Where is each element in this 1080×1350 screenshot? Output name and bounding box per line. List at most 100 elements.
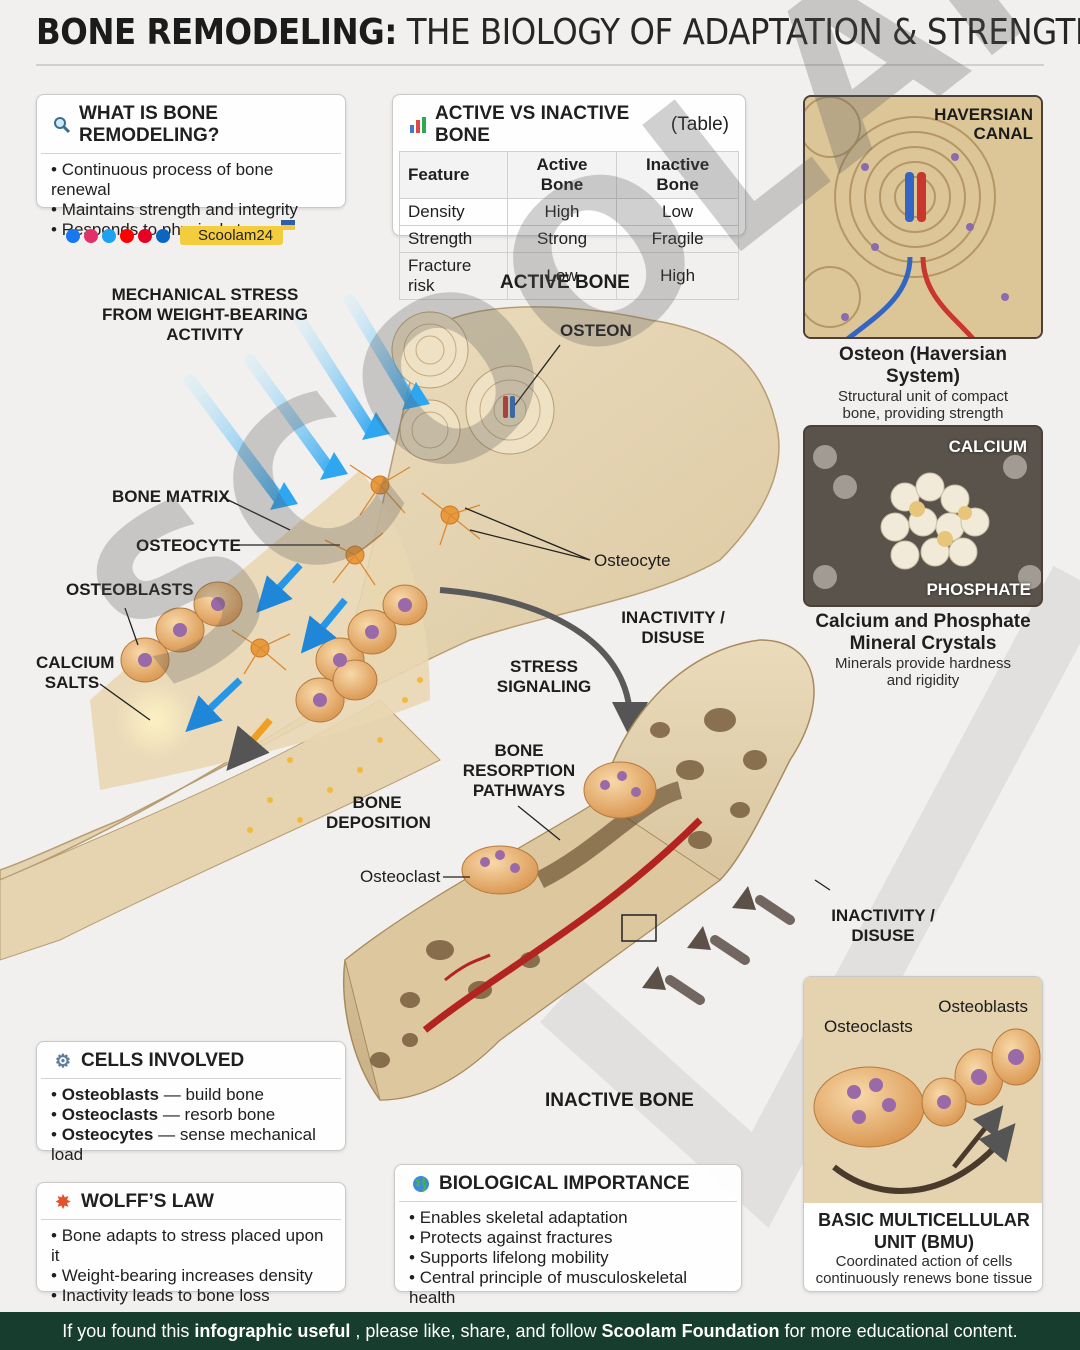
label-line: SIGNALING [496, 677, 592, 696]
calcium-desc-line: and rigidity [886, 672, 960, 689]
haversian-canal-label: HAVERSIAN CANAL [934, 105, 1033, 143]
osteon-desc-line: Structural unit of compact [837, 388, 1009, 405]
what-is-title: WHAT IS BONE REMODELING? [79, 103, 220, 146]
bone-matrix-label: BONE MATRIX [112, 487, 230, 506]
list-item: Continuous process of bone renewal [51, 160, 333, 200]
osteon-title: Osteon (Haversian System) [839, 344, 1007, 387]
bmu-desc-line: continuously renews bone tissue [815, 1270, 1033, 1287]
label-line: DISUSE [641, 628, 705, 647]
osteoblasts-label: OSTEOBLASTS [66, 580, 194, 599]
list-item: Enables skeletal adaptation [409, 1208, 729, 1228]
cell-desc: — build bone [163, 1085, 264, 1104]
table-row: Strength Strong Fragile [399, 225, 739, 253]
instagram-icon[interactable] [84, 228, 98, 243]
list-item: Weight-bearing increases density [51, 1266, 333, 1286]
table-cell: Fracture risk [399, 252, 508, 300]
facebook-icon[interactable] [66, 228, 80, 243]
table-heading: ACTIVE VS INACTIVE BONE (Table) [397, 95, 741, 151]
calcium-label: CALCIUM [948, 437, 1027, 456]
wolff-heading: ✸ WOLFF’S LAW [41, 1183, 341, 1220]
footer-bar: If you found this infographic useful, pl… [0, 1312, 1080, 1350]
column-header: Inactive Bone [616, 151, 739, 199]
importance-list: Enables skeletal adaptation Protects aga… [395, 1202, 741, 1316]
pinterest-icon[interactable] [138, 228, 152, 243]
calcium-title-line: Calcium and Phosphate [815, 611, 1031, 632]
gear-icon: ⚙ [54, 1050, 72, 1071]
wolffs-law-box: ✸ WOLFF’S LAW Bone adapts to stress plac… [36, 1182, 346, 1305]
calcium-title-line: Mineral Crystals [849, 633, 997, 654]
youtube-icon[interactable] [120, 228, 134, 243]
footer-bold: infographic useful [194, 1320, 351, 1341]
bmu-caption: BASIC MULTICELLULAR UNIT (BMU) Coordinat… [804, 1209, 1042, 1287]
osteon-desc-line: bone, providing strength [842, 405, 1004, 422]
table-title-suffix: (Table) [670, 114, 729, 135]
list-item: Bone adapts to stress placed upon it [51, 1226, 333, 1266]
title-bold: BONE REMODELING: [36, 12, 397, 53]
calcium-panel: CALCIUM PHOSPHATE [803, 425, 1043, 607]
what-is-box: WHAT IS BONE REMODELING? Continuous proc… [36, 94, 346, 239]
label-line: SALTS [44, 673, 100, 692]
table-title: ACTIVE VS INACTIVE BONE [435, 103, 630, 146]
column-header: Feature [399, 151, 508, 199]
table-header-row: Feature Active Bone Inactive Bone [399, 151, 739, 199]
bmu-title-line: UNIT (BMU) [874, 1232, 974, 1252]
footer-text: for more educational content. [784, 1320, 1018, 1341]
bone-deposition-label: BONE DEPOSITION [326, 793, 431, 833]
globe-icon [411, 1174, 431, 1194]
bmu-panel: Osteoclasts Osteoblasts BASIC MULTICELLU… [803, 976, 1043, 1292]
linkedin-icon[interactable] [156, 228, 170, 243]
bmu-desc-line: Coordinated action of cells [835, 1253, 1013, 1270]
label-line: INACTIVITY / [831, 906, 935, 925]
calcium-salts-label: CALCIUM SALTS [36, 653, 114, 693]
osteon-caption: Osteon (Haversian System) Structural uni… [803, 344, 1043, 422]
table-cell: Low [506, 252, 618, 300]
label-line: RESORPTION [462, 761, 576, 780]
title-rest: THE BIOLOGY OF ADAPTATION & STRENGTH [406, 12, 1080, 53]
burst-icon: ✸ [55, 1191, 71, 1212]
calcium-caption: Calcium and Phosphate Mineral Crystals M… [803, 611, 1043, 689]
watermark-check [539, 565, 1080, 1228]
label-line: BONE [494, 741, 544, 760]
importance-title: BIOLOGICAL IMPORTANCE [439, 1173, 690, 1194]
importance-heading: BIOLOGICAL IMPORTANCE [399, 1165, 737, 1202]
magnifier-icon [53, 115, 71, 135]
label-line: STRESS [509, 657, 579, 676]
comparison-table: Feature Active Bone Inactive Bone Densit… [399, 151, 739, 300]
table-row: Fracture risk Low High [399, 252, 739, 300]
stress-signaling-label: STRESS SIGNALING [496, 657, 592, 697]
footer-link[interactable]: Scoolam Foundation [601, 1320, 780, 1341]
table-cell: Strength [399, 225, 508, 253]
inactivity-label-top: INACTIVITY / DISUSE [618, 608, 728, 648]
active-bone [0, 306, 780, 961]
social-row: Scoolam24 [66, 220, 296, 245]
cells-list: Osteoblasts — build bone Osteoclasts — r… [37, 1079, 345, 1173]
calcium-desc-line: Minerals provide hardness [835, 655, 1011, 672]
flag-icon [281, 220, 296, 230]
list-item: Osteoblasts — build bone [51, 1085, 333, 1105]
bmu-osteoclasts-label: Osteoclasts [824, 1017, 913, 1036]
title-divider [36, 64, 1044, 66]
osteocyte-caps-label: OSTEOCYTE [136, 536, 241, 555]
handle-text: Scoolam24 [198, 227, 274, 244]
crystals-illustration [805, 427, 1041, 605]
osteon-label: OSTEON [560, 321, 632, 340]
label-line: FROM WEIGHT-BEARING [102, 305, 308, 324]
osteon-illustration [805, 97, 1041, 337]
bone-diagram-illustration [0, 294, 1080, 1228]
comparison-table-box: ACTIVE VS INACTIVE BONE (Table) Feature … [392, 94, 746, 300]
label-line: PATHWAYS [472, 781, 566, 800]
social-handle[interactable]: Scoolam24 [180, 220, 296, 245]
label-line: MECHANICAL STRESS [111, 285, 299, 304]
label-line: INACTIVITY / [621, 608, 725, 627]
list-item: Inactivity leads to bone loss [51, 1286, 333, 1306]
cell-name: Osteoclasts [61, 1105, 159, 1124]
phosphate-label: PHOSPHATE [926, 580, 1031, 599]
x-icon[interactable] [102, 228, 116, 243]
label-line: ACTIVITY [166, 325, 244, 344]
list-item: Supports lifelong mobility [409, 1248, 729, 1268]
mechanical-stress-label: MECHANICAL STRESS FROM WEIGHT-BEARING AC… [100, 285, 310, 345]
wolff-title: WOLFF’S LAW [81, 1191, 214, 1212]
active-bone-label: ACTIVE BONE [500, 272, 630, 293]
bone-resorption-label: BONE RESORPTION PATHWAYS [460, 741, 578, 801]
list-item: Maintains strength and integrity [51, 200, 333, 220]
